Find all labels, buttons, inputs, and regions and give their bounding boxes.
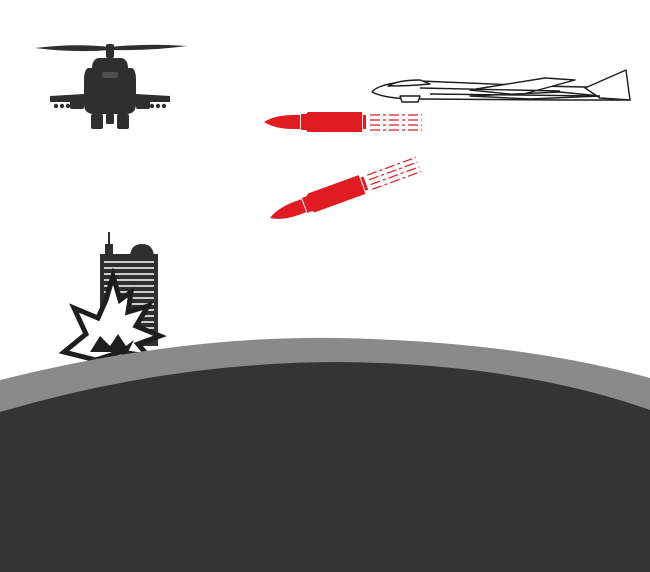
bullet-icon [269, 156, 422, 219]
planet-horizon [0, 337, 650, 572]
bullet-icon [264, 112, 422, 132]
helicopter-icon [35, 44, 187, 129]
jet-aircraft-icon [371, 69, 631, 103]
